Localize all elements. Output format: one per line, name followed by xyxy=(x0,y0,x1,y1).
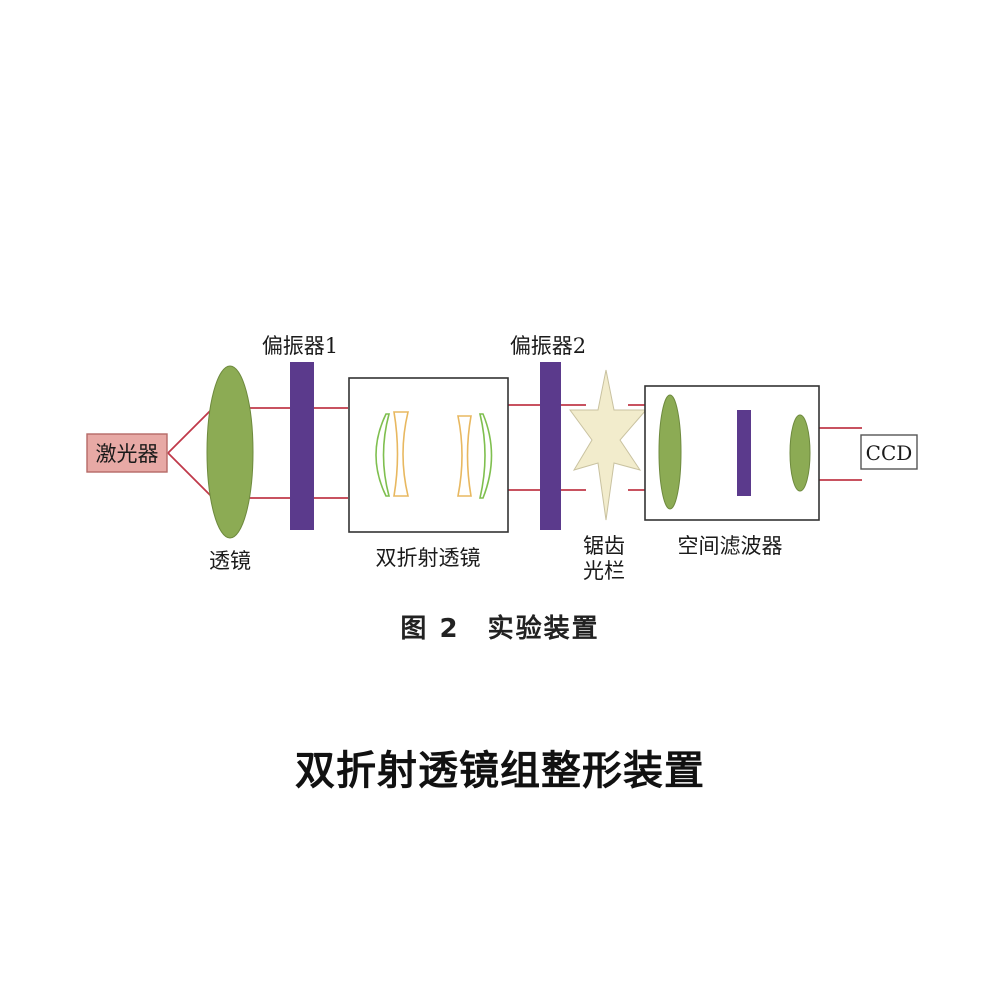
sawtooth-aperture: 锯齿 光栏 xyxy=(569,369,648,583)
polarizer-2-plate xyxy=(540,362,561,530)
spatial-filter: 空间滤波器 xyxy=(644,385,820,558)
lens: 透镜 xyxy=(206,365,254,573)
figure-number: 图 2 xyxy=(400,614,460,644)
sawtooth-aperture-shape xyxy=(569,369,648,521)
birefringent-element-4 xyxy=(478,413,493,499)
beam-diverge-upper xyxy=(167,407,214,454)
figure-caption: 图 2 实验装置 xyxy=(0,608,1000,645)
beam-diverge-lower xyxy=(167,452,214,499)
lens-label: 透镜 xyxy=(209,549,251,573)
birefringent-element-1 xyxy=(375,413,391,497)
polarizer-2: 偏振器2 xyxy=(510,334,586,530)
sawtooth-aperture-label-line2: 光栏 xyxy=(583,559,625,583)
birefringent-lens-group: 双折射透镜 xyxy=(348,377,509,570)
laser-label: 激光器 xyxy=(96,442,159,466)
experimental-setup-diagram: 激光器 透镜 偏振器1 双折射透镜 偏振器2 锯齿 xyxy=(86,334,918,583)
laser-box xyxy=(86,433,168,473)
sawtooth-aperture-label-line1: 锯齿 xyxy=(583,534,625,558)
lens-ellipse xyxy=(206,365,254,539)
birefringent-lens-box xyxy=(348,377,509,533)
ccd-label: CCD xyxy=(866,441,913,465)
polarizer-1-plate xyxy=(290,362,314,530)
birefringent-element-3 xyxy=(457,415,472,497)
laser: 激光器 xyxy=(86,433,168,473)
polarizer-2-label: 偏振器2 xyxy=(510,334,586,358)
spatial-filter-pinhole-plate xyxy=(737,410,751,496)
birefringent-element-2 xyxy=(393,411,410,497)
main-title: 双折射透镜组整形装置 xyxy=(295,748,705,794)
figure-caption-text: 实验装置 xyxy=(487,614,600,644)
spatial-filter-lens-2 xyxy=(789,414,811,492)
spatial-filter-label: 空间滤波器 xyxy=(678,534,783,558)
polarizer-1-label: 偏振器1 xyxy=(262,334,338,358)
spatial-filter-lens-1 xyxy=(658,394,682,510)
birefringent-lens-label: 双折射透镜 xyxy=(376,546,481,570)
polarizer-1: 偏振器1 xyxy=(262,334,338,530)
ccd-box xyxy=(860,434,918,470)
ccd-camera: CCD xyxy=(860,434,918,470)
